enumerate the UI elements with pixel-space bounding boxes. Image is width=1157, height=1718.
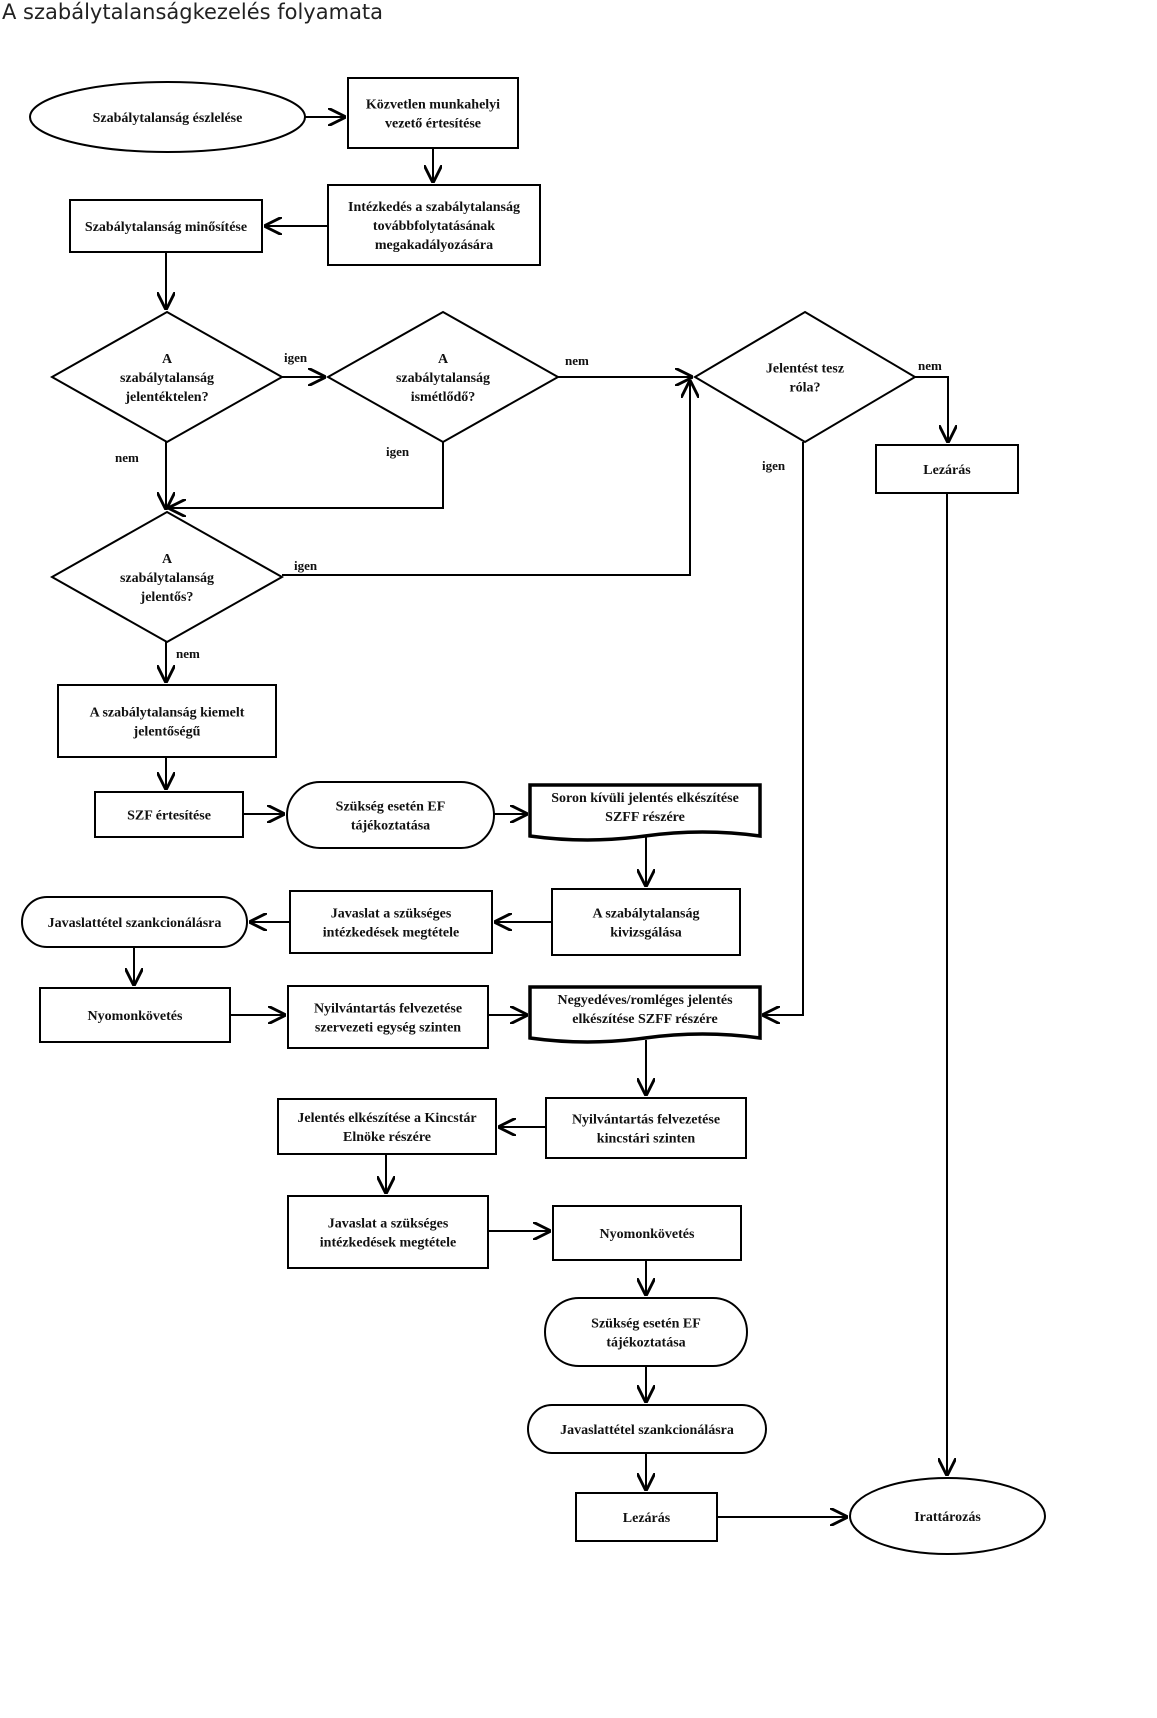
process-box: [69, 199, 263, 253]
decision-diamond: [693, 310, 917, 444]
e-d3-n5: [915, 376, 948, 443]
node-n13: Nyomonkövetés: [39, 987, 231, 1043]
decision-diamond: [49, 510, 285, 644]
node-n23: Irattározás: [849, 1477, 1046, 1555]
node-label: Lezárás: [623, 1511, 671, 1526]
node-n4: Szabálytalanság minősítése: [69, 199, 263, 253]
node-label: Lezárás: [923, 463, 971, 478]
process-box: [39, 987, 231, 1043]
process-box: [875, 444, 1019, 494]
node-label: Javaslattétel szankcionálásra: [48, 916, 222, 931]
decision-diamond: [49, 310, 285, 444]
node-label: Nyomonkövetés: [88, 1009, 183, 1024]
node-label: Nyomonkövetés: [600, 1227, 695, 1242]
process-box: [289, 890, 493, 954]
edge-label-d1-yes: igen: [284, 350, 308, 365]
node-n1: Szabálytalanság észlelése: [29, 81, 306, 153]
edge-label-d2-no: nem: [565, 353, 589, 368]
terminal-stadium: [527, 1404, 767, 1454]
document-shape: [528, 783, 762, 842]
node-n22: Lezárás: [575, 1492, 718, 1542]
edge-label-d1-no: nem: [115, 450, 139, 465]
e-d2-d4: [168, 442, 444, 508]
e-d4-d3: [282, 380, 690, 576]
process-box: [287, 985, 489, 1049]
node-n19: Nyomonkövetés: [552, 1205, 742, 1261]
edge-label-d2-yes: igen: [386, 444, 410, 459]
node-n7: SZF értesítése: [94, 791, 244, 838]
terminal-stadium: [286, 781, 495, 849]
edge-label-d3-yes: igen: [762, 458, 786, 473]
edge-label-d3-no: nem: [918, 358, 942, 373]
process-box: [94, 791, 244, 838]
terminal-ellipse: [29, 81, 306, 153]
document-shape: [528, 985, 762, 1044]
decision-diamond: [325, 310, 561, 444]
process-box: [327, 184, 541, 266]
node-n12: Javaslattétel szankcionálásra: [21, 896, 248, 948]
process-box: [545, 1097, 747, 1159]
process-box: [287, 1195, 489, 1269]
edge-label-d4-yes: igen: [294, 558, 318, 573]
node-label: Irattározás: [914, 1510, 981, 1525]
terminal-stadium: [544, 1297, 748, 1367]
e-d3-n15: [762, 442, 804, 1015]
process-box: [347, 77, 519, 149]
terminal-ellipse: [849, 1477, 1046, 1555]
edge-label-d4-no: nem: [176, 646, 200, 661]
node-label: SZF értesítése: [127, 809, 211, 824]
node-label: Javaslattétel szankcionálásra: [560, 1423, 734, 1438]
process-box: [277, 1098, 497, 1155]
process-box: [552, 1205, 742, 1261]
node-n21: Javaslattétel szankcionálásra: [527, 1404, 767, 1454]
node-label: Szabálytalanság észlelése: [93, 111, 243, 126]
process-box: [575, 1492, 718, 1542]
terminal-stadium: [21, 896, 248, 948]
node-n5: Lezárás: [875, 444, 1019, 494]
node-label: Szabálytalanság minősítése: [85, 220, 247, 235]
process-box: [551, 888, 741, 956]
process-box: [57, 684, 277, 758]
page-title: A szabálytalanságkezelés folyamata: [2, 0, 384, 24]
